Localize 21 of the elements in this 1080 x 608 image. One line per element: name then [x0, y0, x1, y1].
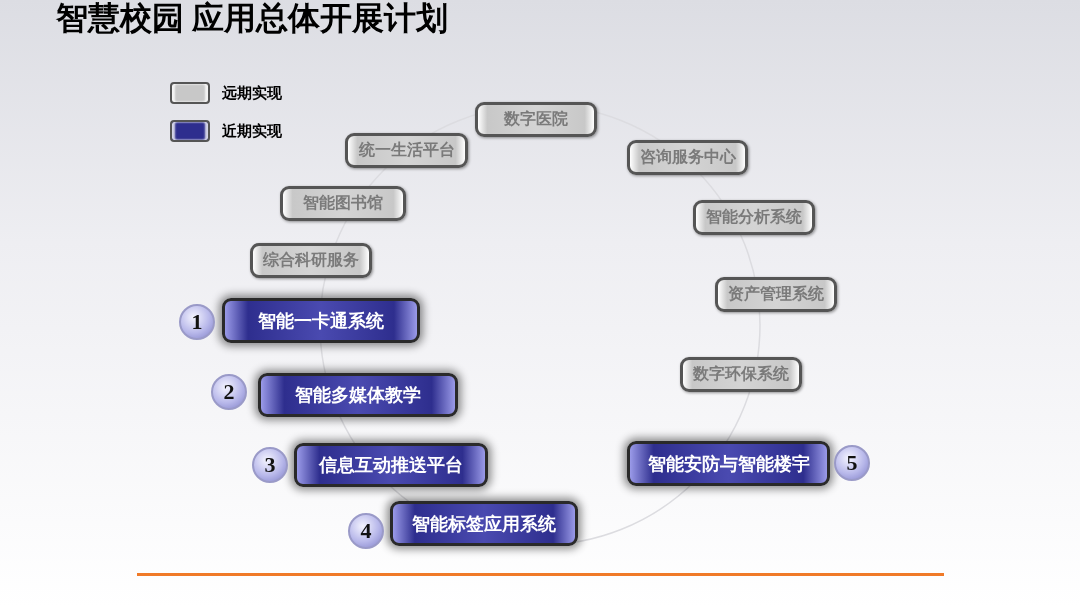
title: 智慧校园 应用总体开展计划	[55, 0, 449, 36]
near-term-box: 智能多媒体教学	[258, 373, 458, 417]
near-term-box: 信息互动推送平台	[294, 443, 488, 487]
legend-label: 远期实现	[222, 83, 282, 103]
long-term-box: 综合科研服务	[250, 243, 372, 278]
long-term-box: 统一生活平台	[345, 133, 468, 168]
near-term-box: 智能安防与智能楼宇	[627, 441, 830, 486]
number-circle: 4	[348, 513, 384, 549]
long-term-box: 数字环保系统	[680, 357, 802, 392]
near-term-box: 智能一卡通系统	[222, 298, 420, 343]
legend-label: 近期实现	[222, 121, 282, 141]
number-circle: 5	[834, 445, 870, 481]
long-term-box: 智能图书馆	[280, 186, 406, 221]
number-circle: 2	[211, 374, 247, 410]
long-term-box: 数字医院	[475, 102, 597, 137]
long-term-box: 资产管理系统	[715, 277, 837, 312]
number-circle: 3	[252, 447, 288, 483]
near-term-box: 智能标签应用系统	[390, 501, 578, 546]
long-term-box: 咨询服务中心	[627, 140, 748, 175]
long-term-box: 智能分析系统	[693, 200, 815, 235]
number-circle: 1	[179, 304, 215, 340]
